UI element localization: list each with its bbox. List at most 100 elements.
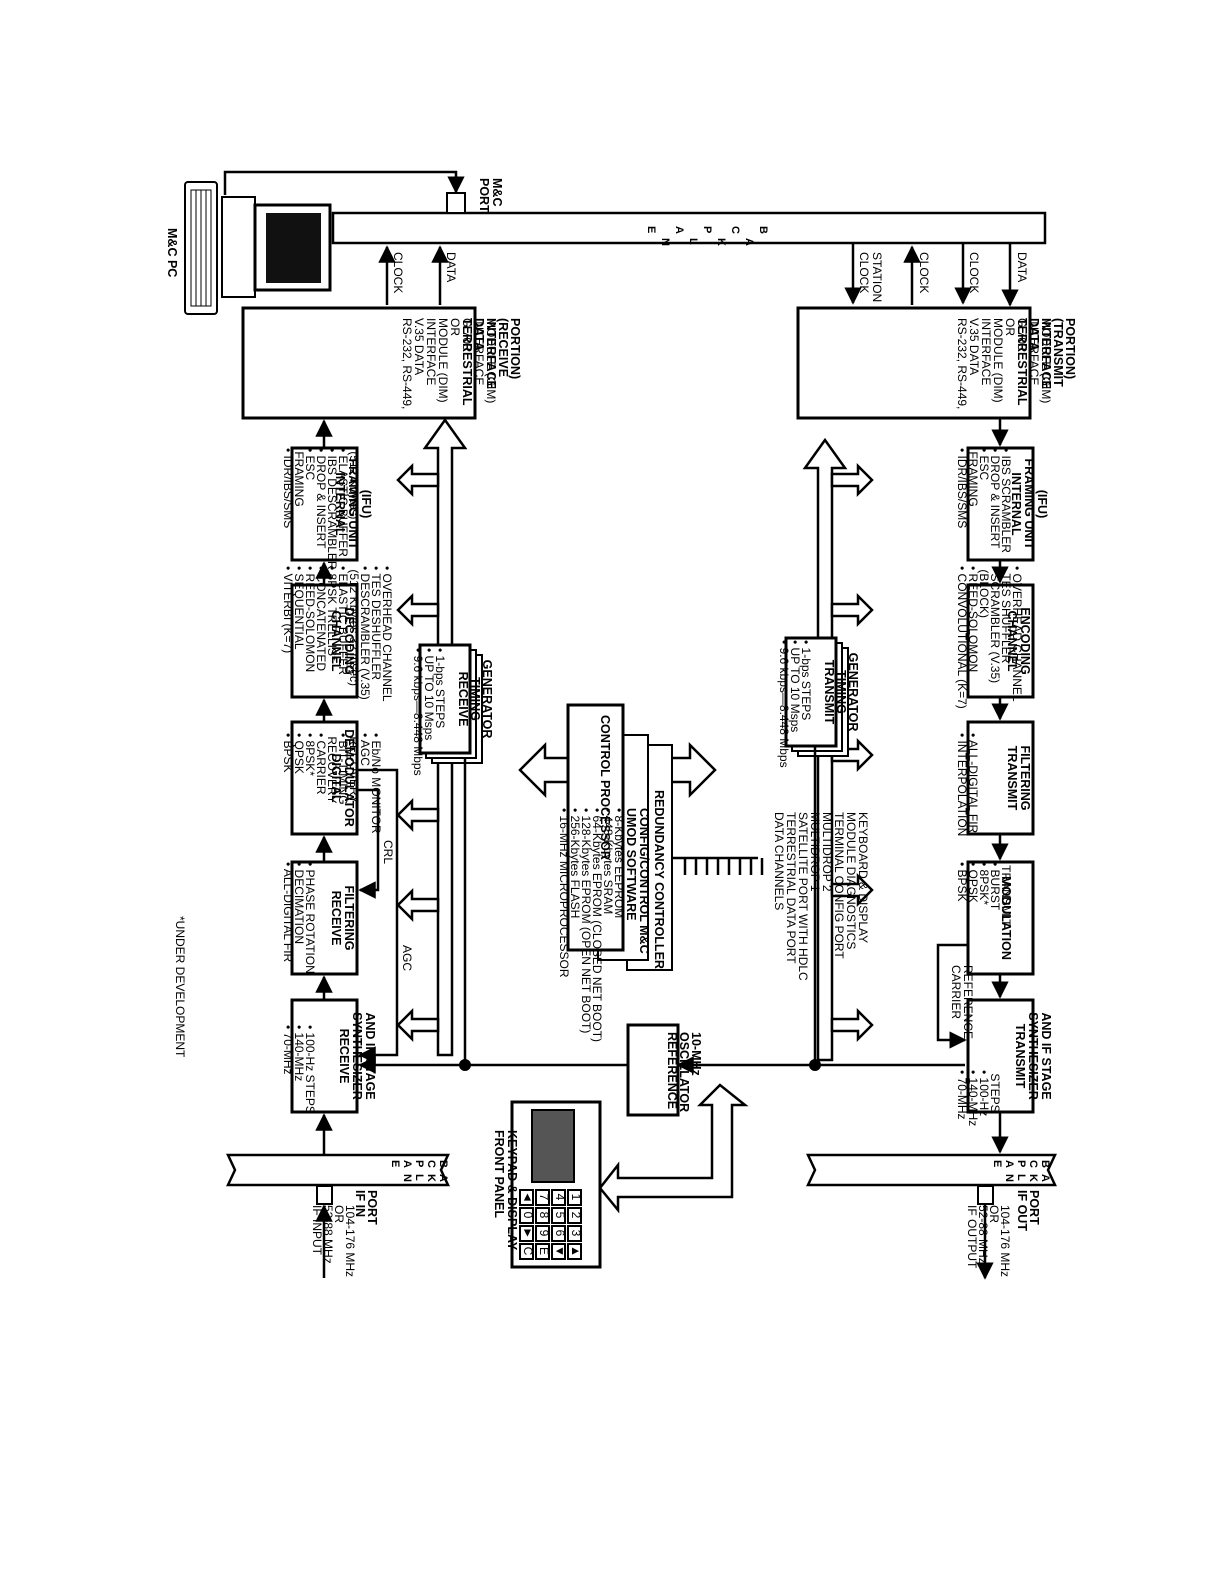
cp-title-line: CONTROL PROCESSOR	[598, 715, 612, 860]
tx-timing-title-line: TRANSMIT	[822, 660, 836, 725]
if-out-desc: IF OUTPUT52-88 MHzOR104-176 MHz	[965, 1205, 1012, 1277]
rx-terr-title: TERRESTRIALDATAINTERFACE(RECEIVEPORTION)	[460, 318, 522, 406]
keypad-key-label: ▲	[569, 1245, 583, 1257]
tx-timing-bullets-line: • UP TO 10 Msps	[788, 640, 802, 732]
keypad-key-label: 6	[553, 1230, 567, 1237]
front-panel-label: FRONT PANELKEYPAD & DISPLAY	[492, 1130, 519, 1251]
rx-synth-bullets: • 70-MHz• 140-MHz• 100-Hz STEPS	[281, 1025, 317, 1114]
rx-dec-bullets-line: • 8PSK TRELLIS*	[325, 566, 339, 661]
keypad-key-label: 4	[553, 1194, 567, 1201]
if-out-port-line: PORT	[1027, 1190, 1041, 1225]
keypad-key-label: 0	[521, 1212, 535, 1219]
if-out-port: IF OUTPORT	[1015, 1190, 1041, 1231]
rx-filt-bullets: • ALL-DIGITAL FIR• DECIMATION• PHASE ROT…	[281, 862, 317, 974]
if-out-desc-line: 52-88 MHz	[976, 1205, 990, 1264]
bus-arrow	[396, 1007, 440, 1043]
tx-backplane-signals: DATA CLOCK CLOCK STATION CLOCK	[844, 243, 1029, 307]
backplane-letter: P	[701, 226, 713, 236]
rx-timing-title: RECEIVETIMINGGENERATOR	[456, 660, 494, 739]
backplane-letter: A	[1003, 1160, 1015, 1171]
cp-bullets-line: • 8-Kbytes EEPROM	[612, 808, 626, 918]
backplane-letter: B	[437, 1160, 449, 1171]
carrier-ref-label-line: REFERENCE	[961, 965, 975, 1039]
backplane-letter: C	[1027, 1160, 1039, 1171]
if-out-desc-line: 104-176 MHz	[998, 1205, 1012, 1277]
keypad-key-label: 5	[553, 1212, 567, 1219]
rx-ifu-title-line: (IFU)	[359, 490, 373, 518]
umod-label: UMOD SOFTWARECONFIG/CONTROL M&C	[624, 808, 651, 954]
backplane-letter: N	[1003, 1174, 1015, 1185]
backplane-letter: P	[413, 1160, 425, 1170]
station-clock-label: CLOCK	[857, 252, 871, 293]
keypad-key	[519, 1243, 534, 1260]
rx-clock-label: CLOCK	[391, 252, 405, 293]
if-out-desc-line: IF OUTPUT	[965, 1205, 979, 1269]
if-in-desc-line: 104-176 MHz	[343, 1205, 357, 1277]
rx-demod-title-line: DIGITAL	[329, 753, 343, 802]
rx-terr-title-line: (RECEIVE	[496, 318, 510, 377]
keypad-key	[535, 1207, 550, 1224]
rx-demod-bullets-line: RECOVERY	[347, 733, 361, 803]
umod-label-line: UMOD SOFTWARE	[624, 808, 638, 921]
rx-timing-bullets-line: • 1-bps STEPS	[433, 648, 447, 728]
tx-enc-title-line: CHANNEL	[1005, 610, 1019, 671]
tx-enc-bullets-line: • REED-SOLOMON	[966, 566, 980, 672]
keypad-key	[567, 1225, 582, 1242]
tx-terr-body-line: INTERFACE	[979, 318, 993, 385]
rx-terr-title-line: DATA	[472, 318, 486, 351]
backplane-letter: K	[425, 1174, 437, 1185]
tx-terr-body-line: V.35 DATA	[967, 318, 981, 375]
tx-terr-body-line: MODULE (GIM)	[1039, 318, 1053, 403]
tx-timing-generator	[784, 636, 849, 757]
keypad-key-label: 7	[537, 1194, 551, 1201]
ref-osc-label-line: REFERENCE	[665, 1032, 679, 1109]
keypad-key-label: ◄	[521, 1191, 535, 1203]
rx-ifu-bullets-line: • IDR/IBS/SMS	[281, 448, 295, 528]
tx-mod-bullets-line: • 8PSK*	[977, 862, 991, 905]
rx-ifu-bullets-line: • IBS DESCRAMBLER	[325, 448, 339, 570]
tx-mod-bullets-line: TRANSMIT	[999, 862, 1013, 927]
tx-terr-body-line: MODULE (DIM)	[991, 318, 1005, 403]
rx-demod-bullets-line: • CARRIER	[314, 733, 328, 795]
tx-filt-bullets-line: • ALL-DIGITAL FIR	[966, 733, 980, 834]
tx-encoding	[966, 583, 1035, 699]
backplane-letter: L	[687, 238, 699, 248]
rx-demod-bullets-line: • BIT-TIMING	[336, 733, 350, 805]
tx-synth-bullets-line: • 70-MHz	[955, 1070, 969, 1120]
data-channels-line: TERMINAL CONFIG PORT	[832, 812, 846, 959]
data-channels-line: SATELLITE PORT WITH HDLC	[796, 812, 810, 981]
rx-timing-bullets-line: • 9.6 kbps—8.448 Mbps	[411, 648, 425, 776]
keypad-key-label: 2	[569, 1212, 583, 1219]
keypad-key-label: 8	[537, 1212, 551, 1219]
front-panel-label-line: FRONT PANEL	[492, 1130, 506, 1218]
tx-terr-body-line: OR	[1003, 318, 1017, 336]
tx-synth-title-line: SYNTHESIZER	[1026, 1012, 1040, 1100]
tx-mod-bullets-line: • QPSK	[966, 862, 980, 903]
reference-line	[358, 745, 965, 1074]
bus-arrow	[830, 462, 874, 498]
computer-icon	[221, 196, 332, 298]
tx-synthesizer	[966, 998, 1035, 1114]
keypad-key-label: 1	[569, 1194, 583, 1201]
rx-timing-title-line: RECEIVE	[456, 672, 470, 727]
tx-ifu-bullets-line: • DROP & INSERT	[988, 448, 1002, 549]
tx-terr-body: RS-232, RS-449,V.35 DATAINTERFACEMODULE …	[955, 318, 1053, 409]
backplane-letter: C	[729, 226, 741, 237]
tx-mod-bullets-line: • BURST	[988, 862, 1002, 911]
rx-ifu-bullets-line: • DROP & INSERT	[314, 448, 328, 549]
tx-filt-title: TRANSMITFILTERING	[1005, 745, 1032, 810]
keypad-key	[519, 1189, 534, 1206]
tx-timing-title-line: GENERATOR	[846, 653, 860, 732]
bus-arrow	[830, 1007, 874, 1043]
tx-ifu-bullets-line: • IDR/IBS/SMS	[955, 448, 969, 528]
keypad-key	[551, 1207, 566, 1224]
rx-ifu-bullets-line: • ESC	[303, 448, 317, 481]
tx-timing-bullets: • 9.6 kbps—8.448 Mbps• UP TO 10 Msps• 1-…	[777, 640, 813, 768]
rx-ifu-title-line: FRAMING UNIT	[346, 459, 360, 550]
keypad-key	[567, 1207, 582, 1224]
tx-ifu-bullets-line: FRAMING	[966, 448, 980, 507]
tx-enc-title: CHANNELENCODING	[1005, 607, 1032, 674]
cp-bullets-line: • 128-Kbytes EPROM (OPEN NET BOOT)	[579, 808, 593, 1033]
tx-terr-body-line: RS-232, RS-449,	[955, 318, 969, 409]
